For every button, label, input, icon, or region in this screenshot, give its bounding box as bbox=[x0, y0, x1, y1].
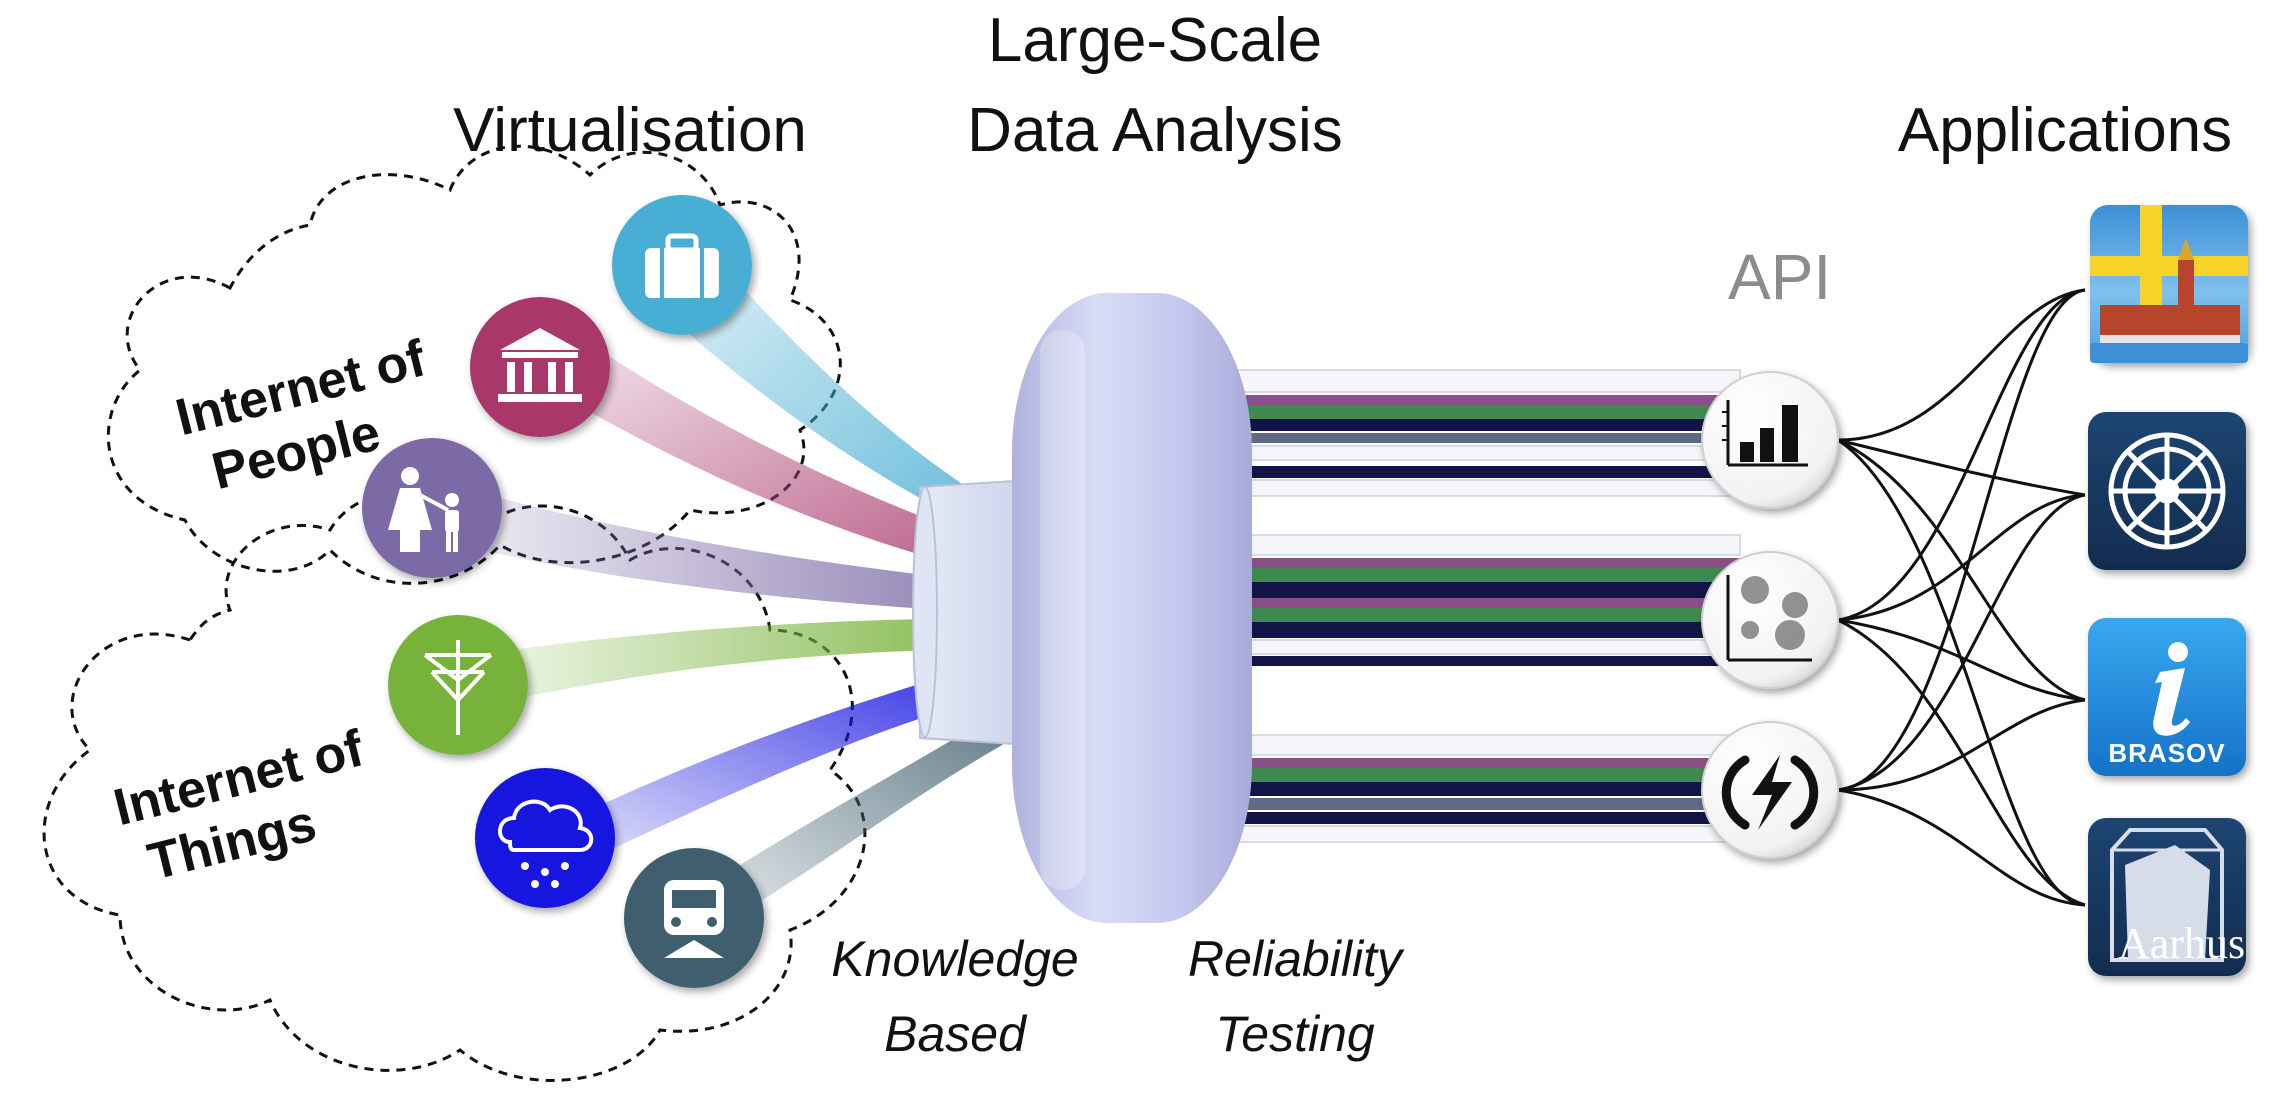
cylinder-body bbox=[1012, 293, 1252, 923]
large-scale-heading-line2: Data Analysis bbox=[967, 96, 1343, 165]
knowledge-based-label: Knowledge Based bbox=[800, 922, 1110, 1072]
reliability-testing-line2: Testing bbox=[1215, 1006, 1375, 1062]
bar-chart-icon bbox=[1722, 400, 1808, 467]
stream-government bbox=[560, 330, 1020, 580]
government-circle bbox=[470, 297, 610, 437]
stream-weather bbox=[590, 655, 1020, 850]
app-connections bbox=[1837, 288, 2086, 907]
cable-group-bottom bbox=[1229, 734, 1741, 843]
aarhus-building-icon bbox=[2110, 828, 2224, 962]
info-i-icon bbox=[2153, 642, 2190, 736]
lightning-alert-icon bbox=[1721, 755, 1819, 830]
government-building-icon bbox=[498, 328, 582, 402]
parent-child-circle bbox=[362, 438, 502, 578]
virtualisation-heading: Virtualisation bbox=[453, 96, 807, 165]
analysis-cylinder bbox=[912, 293, 1252, 923]
cable-bundle bbox=[1229, 369, 1741, 843]
power-line-icon bbox=[423, 640, 493, 735]
cable-group-top bbox=[1229, 369, 1741, 497]
api-cluster-bubble bbox=[1701, 551, 1839, 689]
aarhus-label: Aarhus bbox=[2118, 919, 2246, 968]
brasov-label: BRASOV bbox=[2108, 738, 2226, 768]
internet-of-people-cloud bbox=[106, 144, 842, 585]
applications-heading: Applications bbox=[1897, 96, 2233, 165]
reliability-testing-line1: Reliability bbox=[1188, 931, 1402, 987]
data-streams-fan bbox=[460, 230, 1020, 920]
sweden-flag-city-icon bbox=[2090, 205, 2248, 363]
neck-rim bbox=[912, 486, 938, 738]
knowledge-based-line2: Based bbox=[884, 1006, 1026, 1062]
reliability-testing-label: Reliability Testing bbox=[1140, 922, 1450, 1072]
api-label: API bbox=[1728, 241, 1832, 313]
parent-child-icon bbox=[388, 467, 459, 552]
weather-circle bbox=[475, 768, 615, 908]
rain-cloud-icon bbox=[498, 799, 594, 888]
stream-social bbox=[460, 490, 1020, 615]
briefcase-icon bbox=[645, 233, 719, 298]
cable-group-middle bbox=[1229, 534, 1741, 666]
cluster-scatter-icon bbox=[1726, 575, 1812, 662]
stream-mobility bbox=[650, 230, 1020, 548]
stream-transport bbox=[700, 700, 1020, 920]
ship-wheel-icon bbox=[2108, 432, 2226, 550]
large-scale-heading-line1: Large-Scale bbox=[987, 6, 1323, 75]
stream-energy bbox=[510, 618, 1020, 700]
knowledge-based-line1: Knowledge bbox=[831, 931, 1079, 987]
train-icon bbox=[664, 880, 724, 958]
